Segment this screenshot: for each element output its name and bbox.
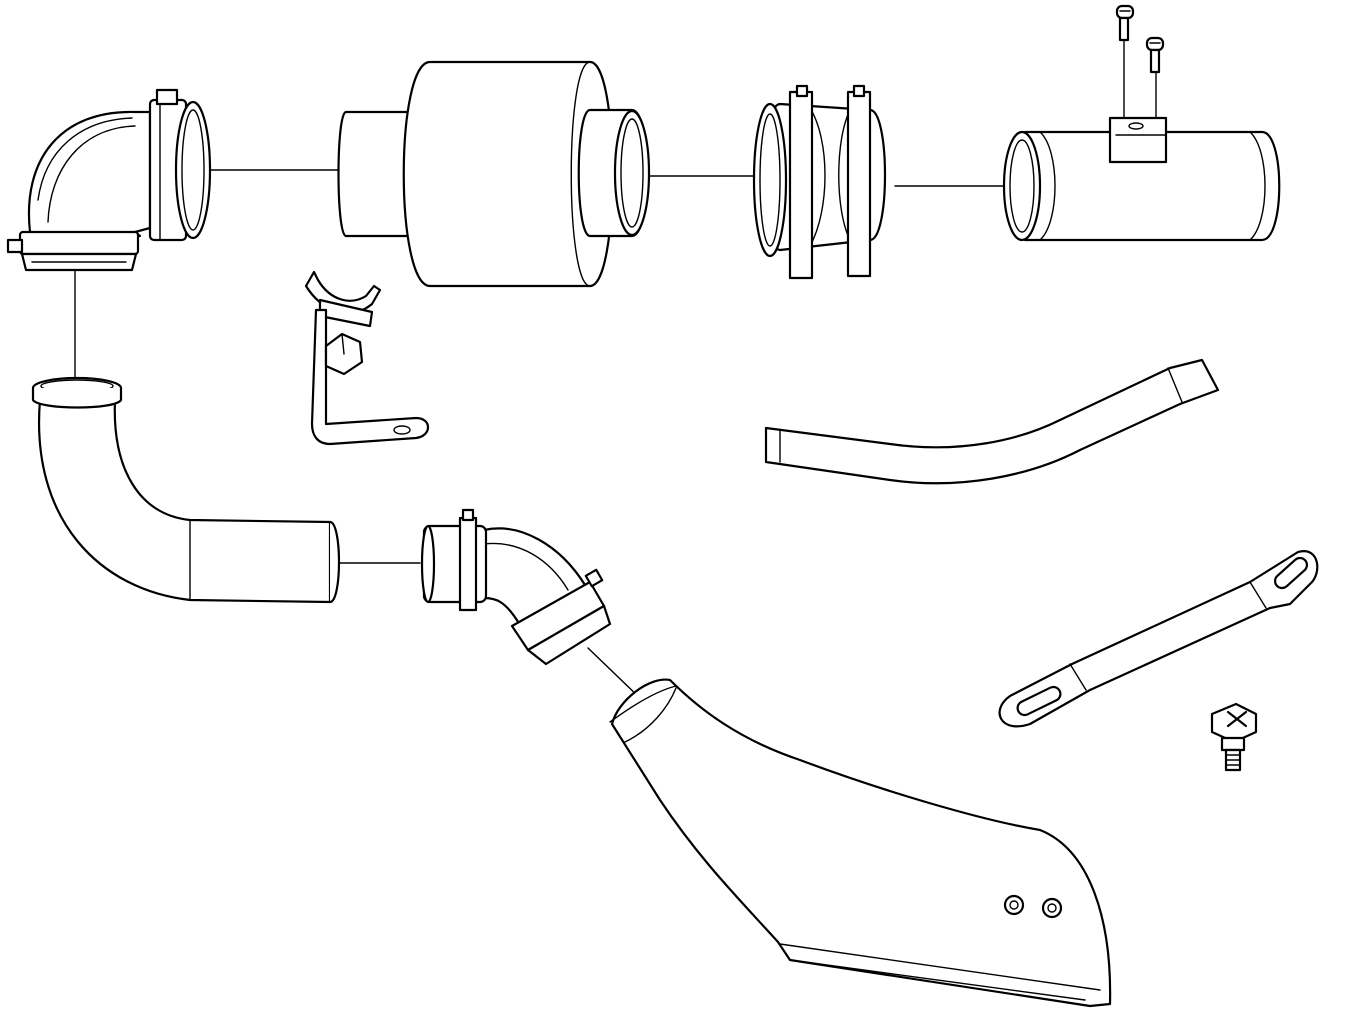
clamp-bracket <box>304 270 430 446</box>
elbow-coupler-lower <box>420 508 612 666</box>
bellows-coupler <box>752 84 887 280</box>
bent-rod <box>764 358 1220 485</box>
elbow-coupler-upper <box>6 88 212 272</box>
air-filter <box>337 60 651 288</box>
sensor-screw <box>1115 4 1165 74</box>
intake-tube-with-sensor-mount <box>1002 116 1281 242</box>
assembly-line-airbox <box>587 647 643 701</box>
intake-tube-lower <box>31 376 341 604</box>
slotted-support-bracket <box>998 550 1319 728</box>
hex-bolt <box>1210 702 1258 772</box>
heat-shield-airbox <box>609 678 1112 1008</box>
